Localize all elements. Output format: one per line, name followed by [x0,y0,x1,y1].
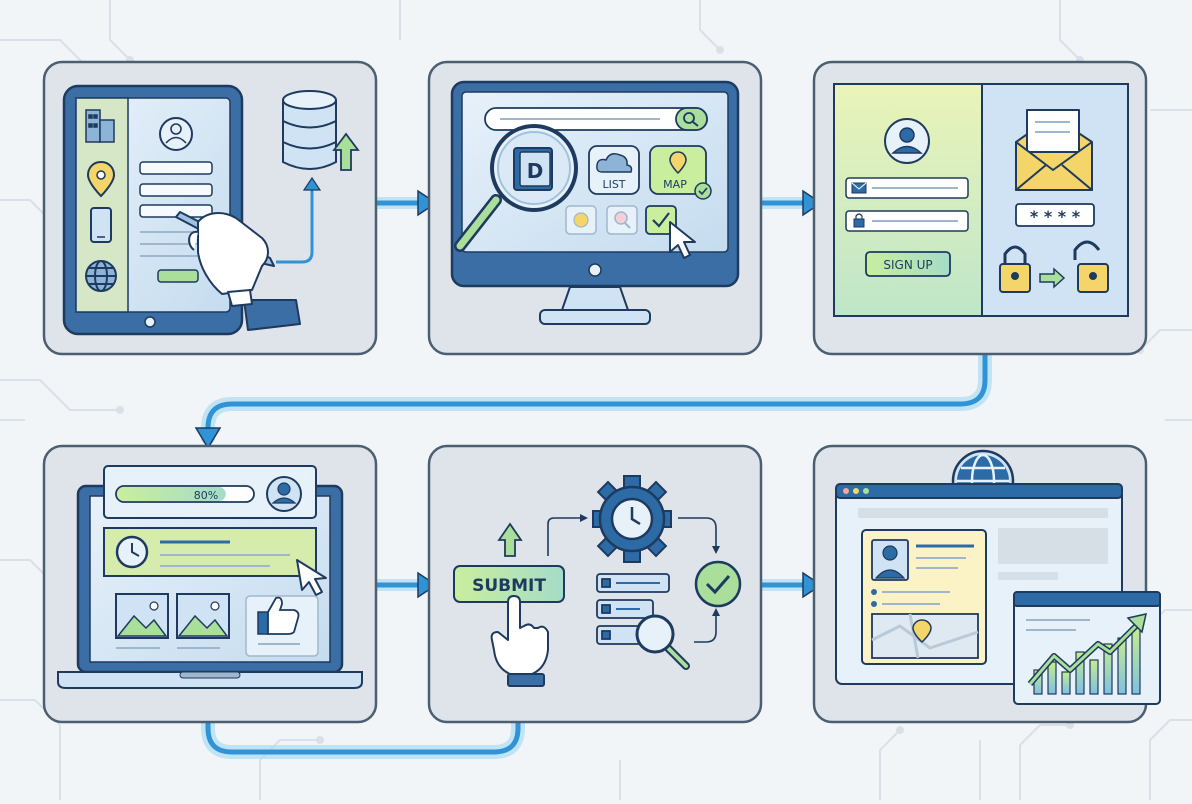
data-list-rows [596,573,670,645]
search-icon[interactable] [675,107,708,131]
building-icon [85,109,115,143]
panel-search: D LIST MAP [427,60,763,356]
profile-card[interactable] [861,529,987,665]
list-tile-label: LIST [602,178,625,191]
panel-signup: SIGN UP * * * * [812,60,1148,356]
mouse-cursor-icon [669,221,696,259]
arrow-right-icon [1039,267,1066,289]
map-pin-icon [669,151,687,175]
password-mask: * * * * [1030,207,1081,226]
panel-processing: SUBMIT [427,444,763,724]
location-dot-icon [871,589,877,595]
selected-checkbox-icon[interactable] [645,205,677,235]
globe-icon [85,260,117,292]
password-mask-box [1015,203,1095,227]
panel-data-entry [42,60,378,356]
thumbs-up-icon[interactable] [245,595,319,657]
result-tile[interactable] [606,205,638,235]
mouse-cursor-icon [296,559,327,596]
check-circle-icon [694,560,742,608]
check-badge-icon [694,182,712,200]
form-fields [139,161,213,218]
envelope-icon [851,182,867,194]
sign-up-button[interactable] [865,251,951,277]
clock-icon [115,535,149,569]
unlocked-padlock-icon [1073,240,1109,293]
gear-clock-icon [592,475,672,563]
hand-writing-icon [175,211,301,331]
password-field[interactable] [845,210,969,232]
image-thumbnail[interactable] [176,593,230,639]
catalog-magnifier-icon: D [454,124,578,252]
progress-bar-fill [117,487,226,501]
sign-up-button-label: SIGN UP [883,258,932,272]
arrow-heads [194,189,823,599]
map-view-tile[interactable]: MAP [649,145,712,200]
upload-arrow-icon [332,132,360,171]
magnifier-icon [635,614,690,670]
locked-padlock-icon [999,245,1031,293]
panel-publish [812,444,1161,724]
form-submit-button[interactable] [157,269,199,283]
panel-dashboard: 80% [42,444,378,724]
map-tile-label: MAP [663,178,687,191]
user-avatar-icon [159,117,193,151]
smartphone-icon [90,207,112,243]
pointing-hand-icon [490,595,549,687]
email-envelope-icon [1015,109,1093,191]
user-avatar-icon [266,476,302,512]
list-view-tile[interactable]: LIST [588,145,640,195]
lock-icon [853,218,865,228]
map-pin-icon [912,619,932,644]
cloud-icon [596,153,633,173]
email-field[interactable] [845,177,969,199]
catalog-letter: D [527,159,544,183]
image-thumbnail[interactable] [115,593,169,639]
database-icon [282,90,337,170]
user-avatar-icon [884,118,930,164]
analytics-window [1013,591,1161,705]
result-tile[interactable] [565,205,597,235]
progress-label: 80% [194,489,218,502]
submit-button-label: SUBMIT [472,576,546,596]
map-pin-icon [86,160,116,198]
upload-arrow-icon [497,522,523,557]
flow-connectors [201,197,992,759]
